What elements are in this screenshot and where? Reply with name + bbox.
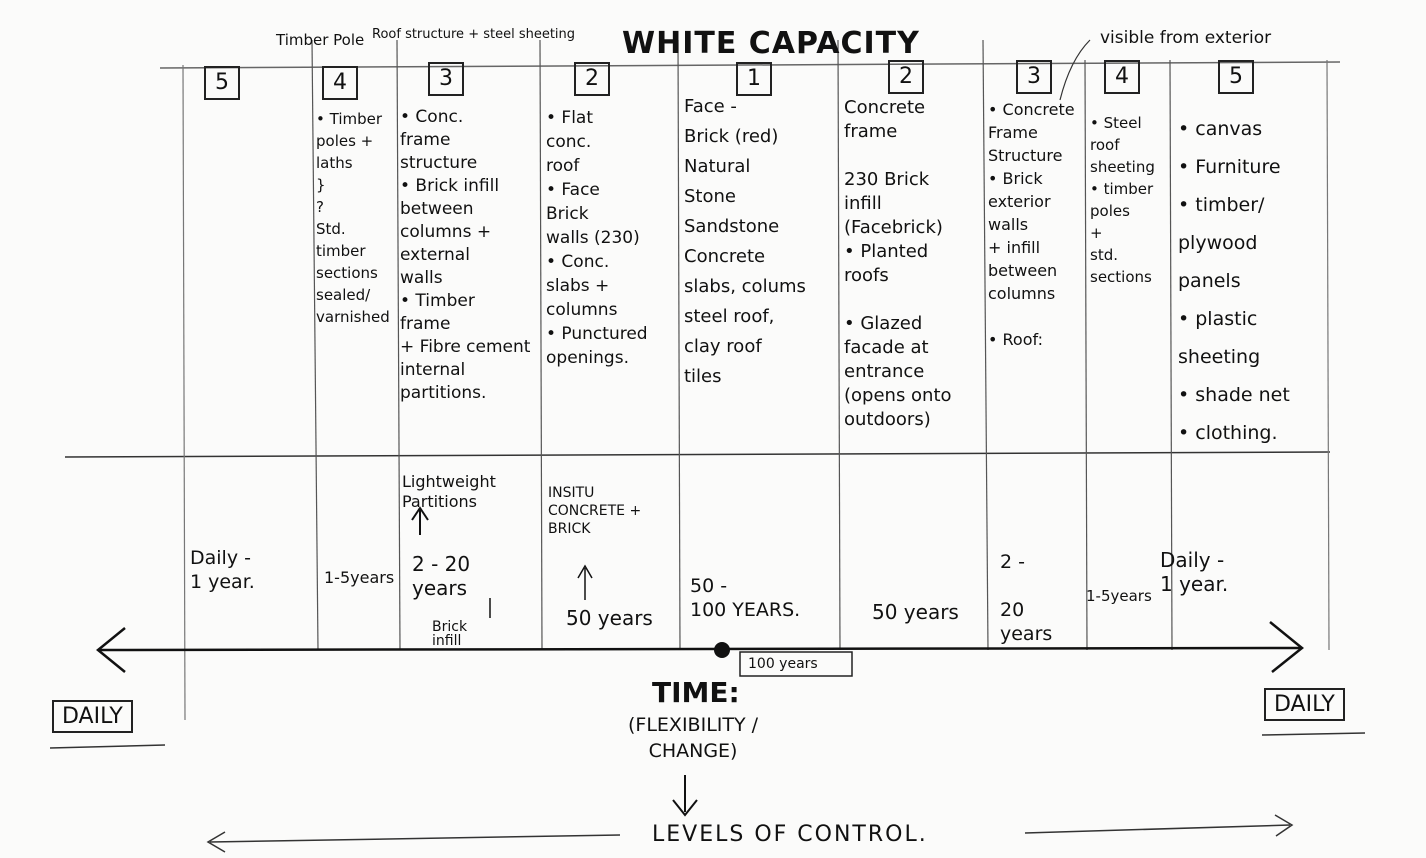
time-axis-sublabel: (FLEXIBILITY / CHANGE): [628, 714, 759, 762]
column-number-1: 5: [204, 66, 240, 100]
levels-of-control-label: LEVELS OF CONTROL.: [652, 822, 928, 847]
insitu-concrete-note: INSITU CONCRETE + BRICK: [548, 485, 642, 537]
column-number-3: 3: [428, 62, 464, 96]
time-column-6: 50 years: [872, 600, 959, 624]
brick-infill-note: Brick infill: [432, 619, 468, 649]
time-column-3: 2 - 20 years: [412, 552, 471, 600]
visible-exterior-note: visible from exterior: [1100, 28, 1272, 48]
materials-column-3: • Conc. frame structure • Brick infill b…: [400, 107, 531, 403]
materials-column-5: Face - Brick (red) Natural Stone Sandsto…: [684, 96, 806, 387]
diagram-title: WHITE CAPACITY: [622, 26, 920, 61]
time-axis-label: TIME:: [652, 676, 740, 709]
timber-pole-note: Timber Pole: [276, 31, 365, 49]
lightweight-partitions-note: Lightweight Partitions: [402, 472, 496, 511]
column-number-6: 2: [888, 60, 924, 94]
materials-column-4: • Flat conc. roof • Face Brick walls (23…: [546, 108, 648, 368]
hundred-years-note: 100 years: [748, 656, 818, 672]
time-column-9: Daily - 1 year.: [1160, 548, 1229, 596]
roof-structure-note: Roof structure + steel sheeting: [372, 27, 576, 42]
column-number-2: 4: [322, 66, 358, 100]
time-column-4: 50 years: [566, 606, 653, 630]
column-number-8: 4: [1104, 60, 1140, 94]
time-column-1: Daily - 1 year.: [190, 547, 255, 593]
time-column-7: 2 - 20 years: [1000, 551, 1053, 645]
time-column-2: 1-5years: [324, 568, 395, 587]
time-column-8: 1-5years: [1086, 587, 1152, 605]
materials-column-2: • Timber poles + laths } ? Std. timber s…: [316, 110, 390, 326]
column-number-4: 2: [574, 62, 610, 96]
column-number-5: 1: [736, 62, 772, 96]
column-number-9: 5: [1218, 60, 1254, 94]
materials-column-8: • Steel roof sheeting • timber poles + s…: [1090, 114, 1155, 286]
daily-label-right: DAILY: [1264, 688, 1345, 721]
daily-label-left: DAILY: [52, 700, 133, 733]
column-number-7: 3: [1016, 60, 1052, 94]
time-column-5: 50 - 100 YEARS.: [690, 575, 801, 621]
materials-column-9: • canvas • Furniture • timber/ plywood p…: [1178, 118, 1290, 444]
materials-column-6: Concrete frame 230 Brick infill (Facebri…: [844, 97, 952, 430]
materials-column-7: • Concrete Frame Structure • Brick exter…: [988, 100, 1075, 349]
